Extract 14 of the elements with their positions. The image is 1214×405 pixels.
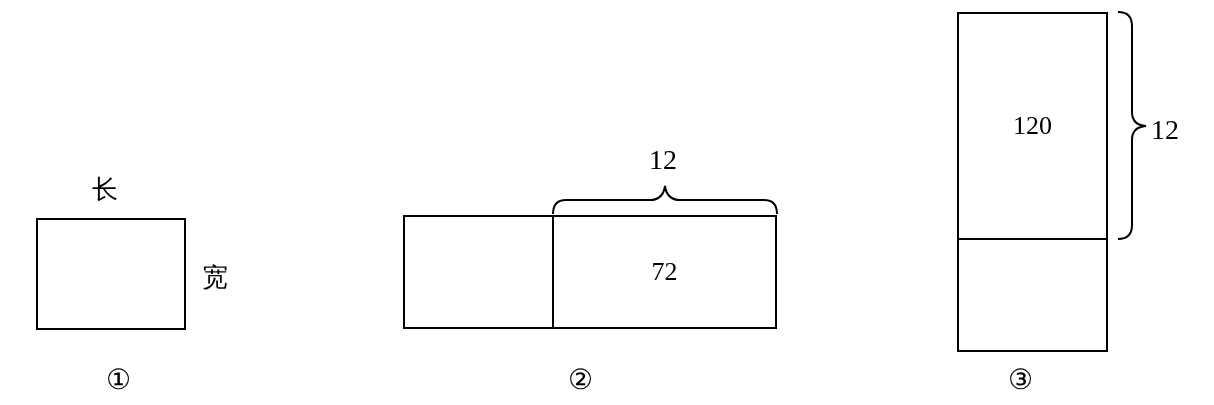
side-label: 长 bbox=[92, 177, 118, 203]
figure-number: ② bbox=[567, 366, 593, 394]
area-value: 72 bbox=[651, 259, 678, 285]
rectangle bbox=[36, 218, 186, 330]
rectangle bbox=[403, 215, 554, 329]
rectangle bbox=[957, 238, 1108, 352]
figure-number: ① bbox=[105, 366, 131, 394]
rectangle bbox=[552, 215, 777, 329]
rectangle bbox=[957, 12, 1108, 240]
side-label: 宽 bbox=[202, 265, 228, 291]
area-value: 120 bbox=[1013, 113, 1052, 139]
figure-number: ③ bbox=[1007, 366, 1033, 394]
length-label: 12 bbox=[649, 146, 677, 174]
length-label: 12 bbox=[1151, 116, 1179, 144]
